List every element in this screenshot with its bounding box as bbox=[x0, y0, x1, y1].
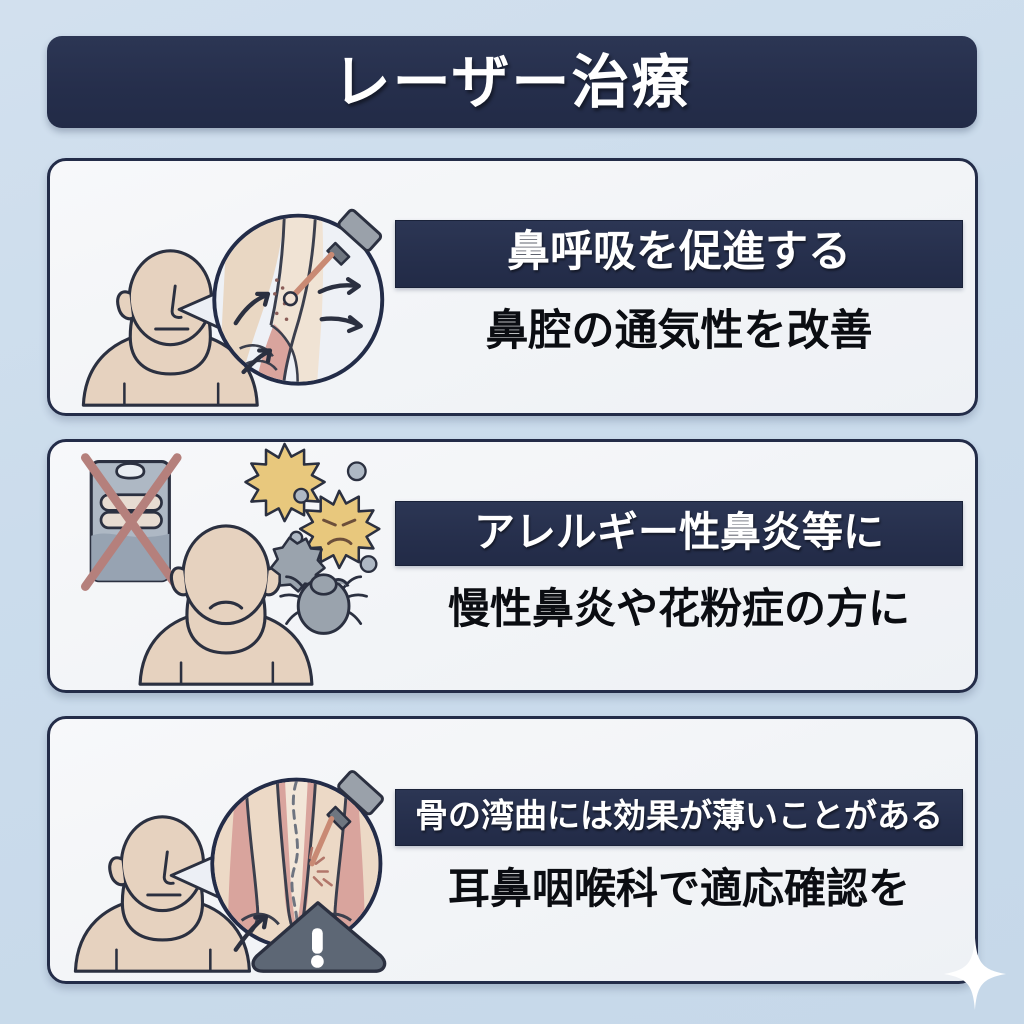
card-1-headline-bar: 鼻呼吸を促進する bbox=[395, 220, 963, 288]
card-3-subtext: 耳鼻咽喉科で適応確認を bbox=[447, 863, 910, 913]
benefit-card-1: 鼻呼吸を促進する 鼻腔の通気性を改善 bbox=[47, 158, 978, 416]
card-2-headline: アレルギー性鼻炎等に bbox=[474, 507, 884, 556]
shoulder-crease-icon bbox=[123, 382, 220, 407]
sad-person-bust-icon bbox=[138, 524, 314, 686]
sad-mouth-icon bbox=[208, 600, 244, 610]
card-2-headline-bar: アレルギー性鼻炎等に bbox=[395, 500, 963, 566]
poster-title-banner: レーザー治療 bbox=[47, 36, 977, 128]
card-2-subtext: 慢性鼻炎や花粉症の方に bbox=[447, 583, 910, 633]
deviated-septum-line bbox=[290, 781, 299, 934]
pollen-icon bbox=[244, 442, 326, 523]
cross-out-icon bbox=[80, 453, 182, 591]
shoulder-crease-icon bbox=[115, 948, 212, 973]
card-3-headline: 骨の湾曲には効果が薄いことがある bbox=[415, 796, 943, 836]
laser-probe-icon bbox=[309, 770, 384, 867]
face-detail-icon bbox=[146, 850, 182, 897]
card-3-text-block: 骨の湾曲には効果が薄いことがある 耳鼻咽喉科で適応確認を bbox=[395, 719, 963, 981]
benefit-card-2: アレルギー性鼻炎等に 慢性鼻炎や花粉症の方に bbox=[47, 439, 978, 693]
card-1-headline: 鼻呼吸を促進する bbox=[507, 227, 851, 278]
dust-particle-icon bbox=[289, 461, 378, 574]
card-1-subtext: 鼻腔の通気性を改善 bbox=[485, 305, 873, 356]
card-1-illustration bbox=[50, 161, 400, 413]
card-1-text-block: 鼻呼吸を促進する 鼻腔の通気性を改善 bbox=[395, 161, 963, 413]
person-bust-icon bbox=[81, 249, 259, 407]
magnifier-circle-icon bbox=[212, 208, 385, 386]
magnifier-circle-icon bbox=[210, 770, 384, 950]
warning-triangle-icon bbox=[251, 901, 387, 973]
card-2-text-block: アレルギー性鼻炎等に 慢性鼻炎や花粉症の方に bbox=[395, 442, 963, 690]
shoulder-crease-icon bbox=[179, 661, 275, 686]
dust-mite-icon bbox=[279, 573, 368, 635]
pollen-angry-icon bbox=[298, 489, 381, 570]
laser-spark-icon bbox=[308, 846, 333, 887]
benefit-card-3: 骨の湾曲には効果が薄いことがある 耳鼻咽喉科で適応確認を bbox=[47, 716, 978, 984]
airflow-arrow-icon bbox=[233, 277, 363, 375]
card-3-headline-bar: 骨の湾曲には効果が薄いことがある bbox=[395, 789, 963, 846]
laser-probe-icon bbox=[282, 208, 383, 307]
face-detail-icon bbox=[154, 284, 190, 331]
card-3-illustration bbox=[50, 719, 400, 981]
card-2-illustration bbox=[50, 442, 400, 690]
poster-title: レーザー治療 bbox=[332, 48, 692, 116]
